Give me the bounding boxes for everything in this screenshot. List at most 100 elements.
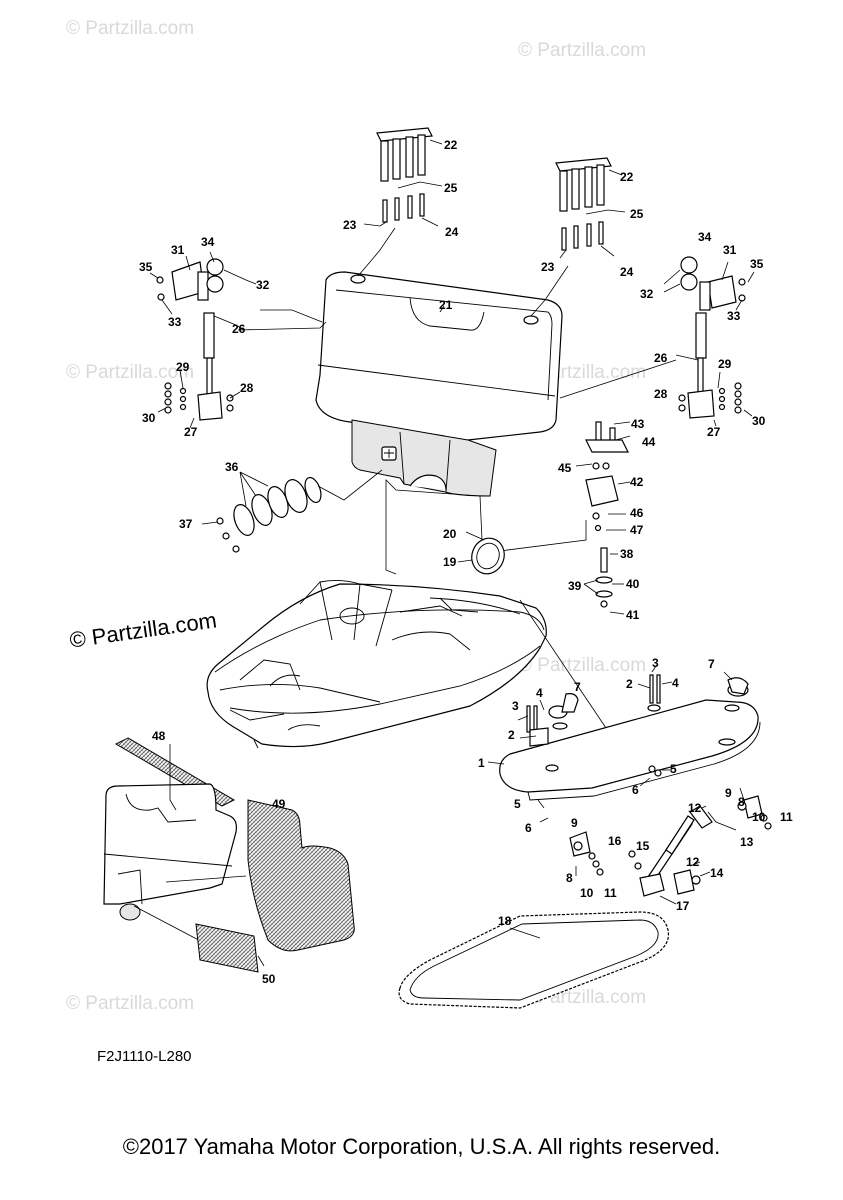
hinge-assembly-left (149, 251, 327, 429)
callout-15: 15 (636, 839, 650, 853)
copyright-notice: ©2017 Yamaha Motor Corporation, U.S.A. A… (122, 1134, 721, 1159)
callout-29: 29 (718, 357, 732, 371)
callout-6: 6 (525, 821, 532, 835)
boat-illustration (206, 579, 607, 749)
callout-42: 42 (630, 475, 644, 489)
callout-6: 6 (632, 783, 639, 797)
callout-31: 31 (171, 243, 185, 257)
callout-3: 3 (652, 656, 659, 670)
callout-47: 47 (630, 523, 644, 537)
callout-17: 17 (676, 899, 690, 913)
callout-4: 4 (672, 676, 679, 690)
callout-8: 8 (738, 795, 745, 809)
callout-10: 10 (580, 886, 594, 900)
callout-11: 11 (604, 886, 617, 900)
callout-27: 27 (184, 425, 198, 439)
callout-9: 9 (571, 816, 578, 830)
callout-2: 2 (626, 677, 633, 691)
callout-7: 7 (708, 657, 715, 671)
callout-50: 50 (262, 972, 276, 986)
callout-34: 34 (698, 230, 712, 244)
vent-parts (201, 469, 383, 553)
callout-46: 46 (630, 506, 644, 520)
callout-43: 43 (631, 417, 645, 431)
callout-28: 28 (240, 381, 254, 395)
callout-33: 33 (168, 315, 182, 329)
callout-21: 21 (439, 298, 453, 312)
callout-28: 28 (654, 387, 668, 401)
callout-48: 48 (152, 729, 166, 743)
callout-24: 24 (445, 225, 459, 239)
watermark: © Partzilla.com (66, 362, 195, 383)
watermark: © Partzilla.com (66, 993, 195, 1014)
callout-36: 36 (225, 460, 239, 474)
hinge-assembly-right (559, 256, 755, 427)
hinge-strap-set-right (555, 157, 626, 259)
callout-32: 32 (640, 287, 654, 301)
callout-40: 40 (626, 577, 640, 591)
callout-4: 4 (536, 686, 543, 700)
diagram-code: F2J1110-L280 (97, 1048, 192, 1065)
hatch-seal (398, 911, 670, 1009)
hinge-strap-set-left (363, 127, 443, 227)
callout-23: 23 (343, 218, 357, 232)
watermark: © Partzilla.com (518, 40, 647, 61)
callout-37: 37 (179, 517, 193, 531)
callout-16: 16 (608, 834, 622, 848)
callout-2: 2 (508, 728, 515, 742)
callout-25: 25 (444, 181, 458, 195)
callout-49: 49 (272, 797, 286, 811)
callout-45: 45 (558, 461, 572, 475)
callout-labels: 22 25 23 24 22 25 23 24 21 34 31 35 32 3… (139, 138, 793, 986)
callout-23: 23 (541, 260, 555, 274)
callout-11: 11 (780, 810, 793, 824)
callout-35: 35 (750, 257, 764, 271)
callout-7: 7 (574, 680, 581, 694)
callout-10: 10 (752, 810, 766, 824)
callout-5: 5 (670, 762, 677, 776)
callout-18: 18 (498, 914, 512, 928)
callout-34: 34 (201, 235, 215, 249)
callout-33: 33 (727, 309, 741, 323)
watermark: © Partzilla.com (66, 18, 195, 39)
seal-ring (457, 531, 505, 575)
callout-35: 35 (139, 260, 153, 274)
callout-25: 25 (630, 207, 644, 221)
liner-parts (103, 737, 355, 973)
callout-20: 20 (443, 527, 457, 541)
callout-13: 13 (740, 835, 754, 849)
callout-29: 29 (176, 360, 190, 374)
callout-5: 5 (514, 797, 521, 811)
bracket-parts (385, 421, 631, 615)
callout-44: 44 (642, 435, 656, 449)
callout-19: 19 (443, 555, 457, 569)
gas-strut (628, 805, 737, 905)
callout-8: 8 (566, 871, 573, 885)
callout-9: 9 (725, 786, 732, 800)
callout-3: 3 (512, 699, 519, 713)
callout-12: 12 (688, 801, 702, 815)
callout-24: 24 (620, 265, 634, 279)
callout-39: 39 (568, 579, 582, 593)
callout-27: 27 (707, 425, 721, 439)
callout-41: 41 (626, 608, 640, 622)
callout-30: 30 (142, 411, 156, 425)
fittings-left (517, 693, 579, 747)
watermark: © Partzilla.com (518, 655, 647, 676)
callout-38: 38 (620, 547, 634, 561)
callout-32: 32 (256, 278, 270, 292)
callout-14: 14 (710, 866, 724, 880)
callout-22: 22 (444, 138, 458, 152)
callout-26: 26 (232, 322, 246, 336)
fittings-right (637, 665, 749, 712)
callout-12: 12 (686, 855, 700, 869)
callout-26: 26 (654, 351, 668, 365)
callout-1: 1 (478, 756, 485, 770)
swim-platform (487, 699, 761, 823)
callout-30: 30 (752, 414, 766, 428)
callout-22: 22 (620, 170, 634, 184)
engine-hatch (315, 227, 569, 497)
fittings-bottom (569, 765, 772, 876)
callout-31: 31 (723, 243, 737, 257)
